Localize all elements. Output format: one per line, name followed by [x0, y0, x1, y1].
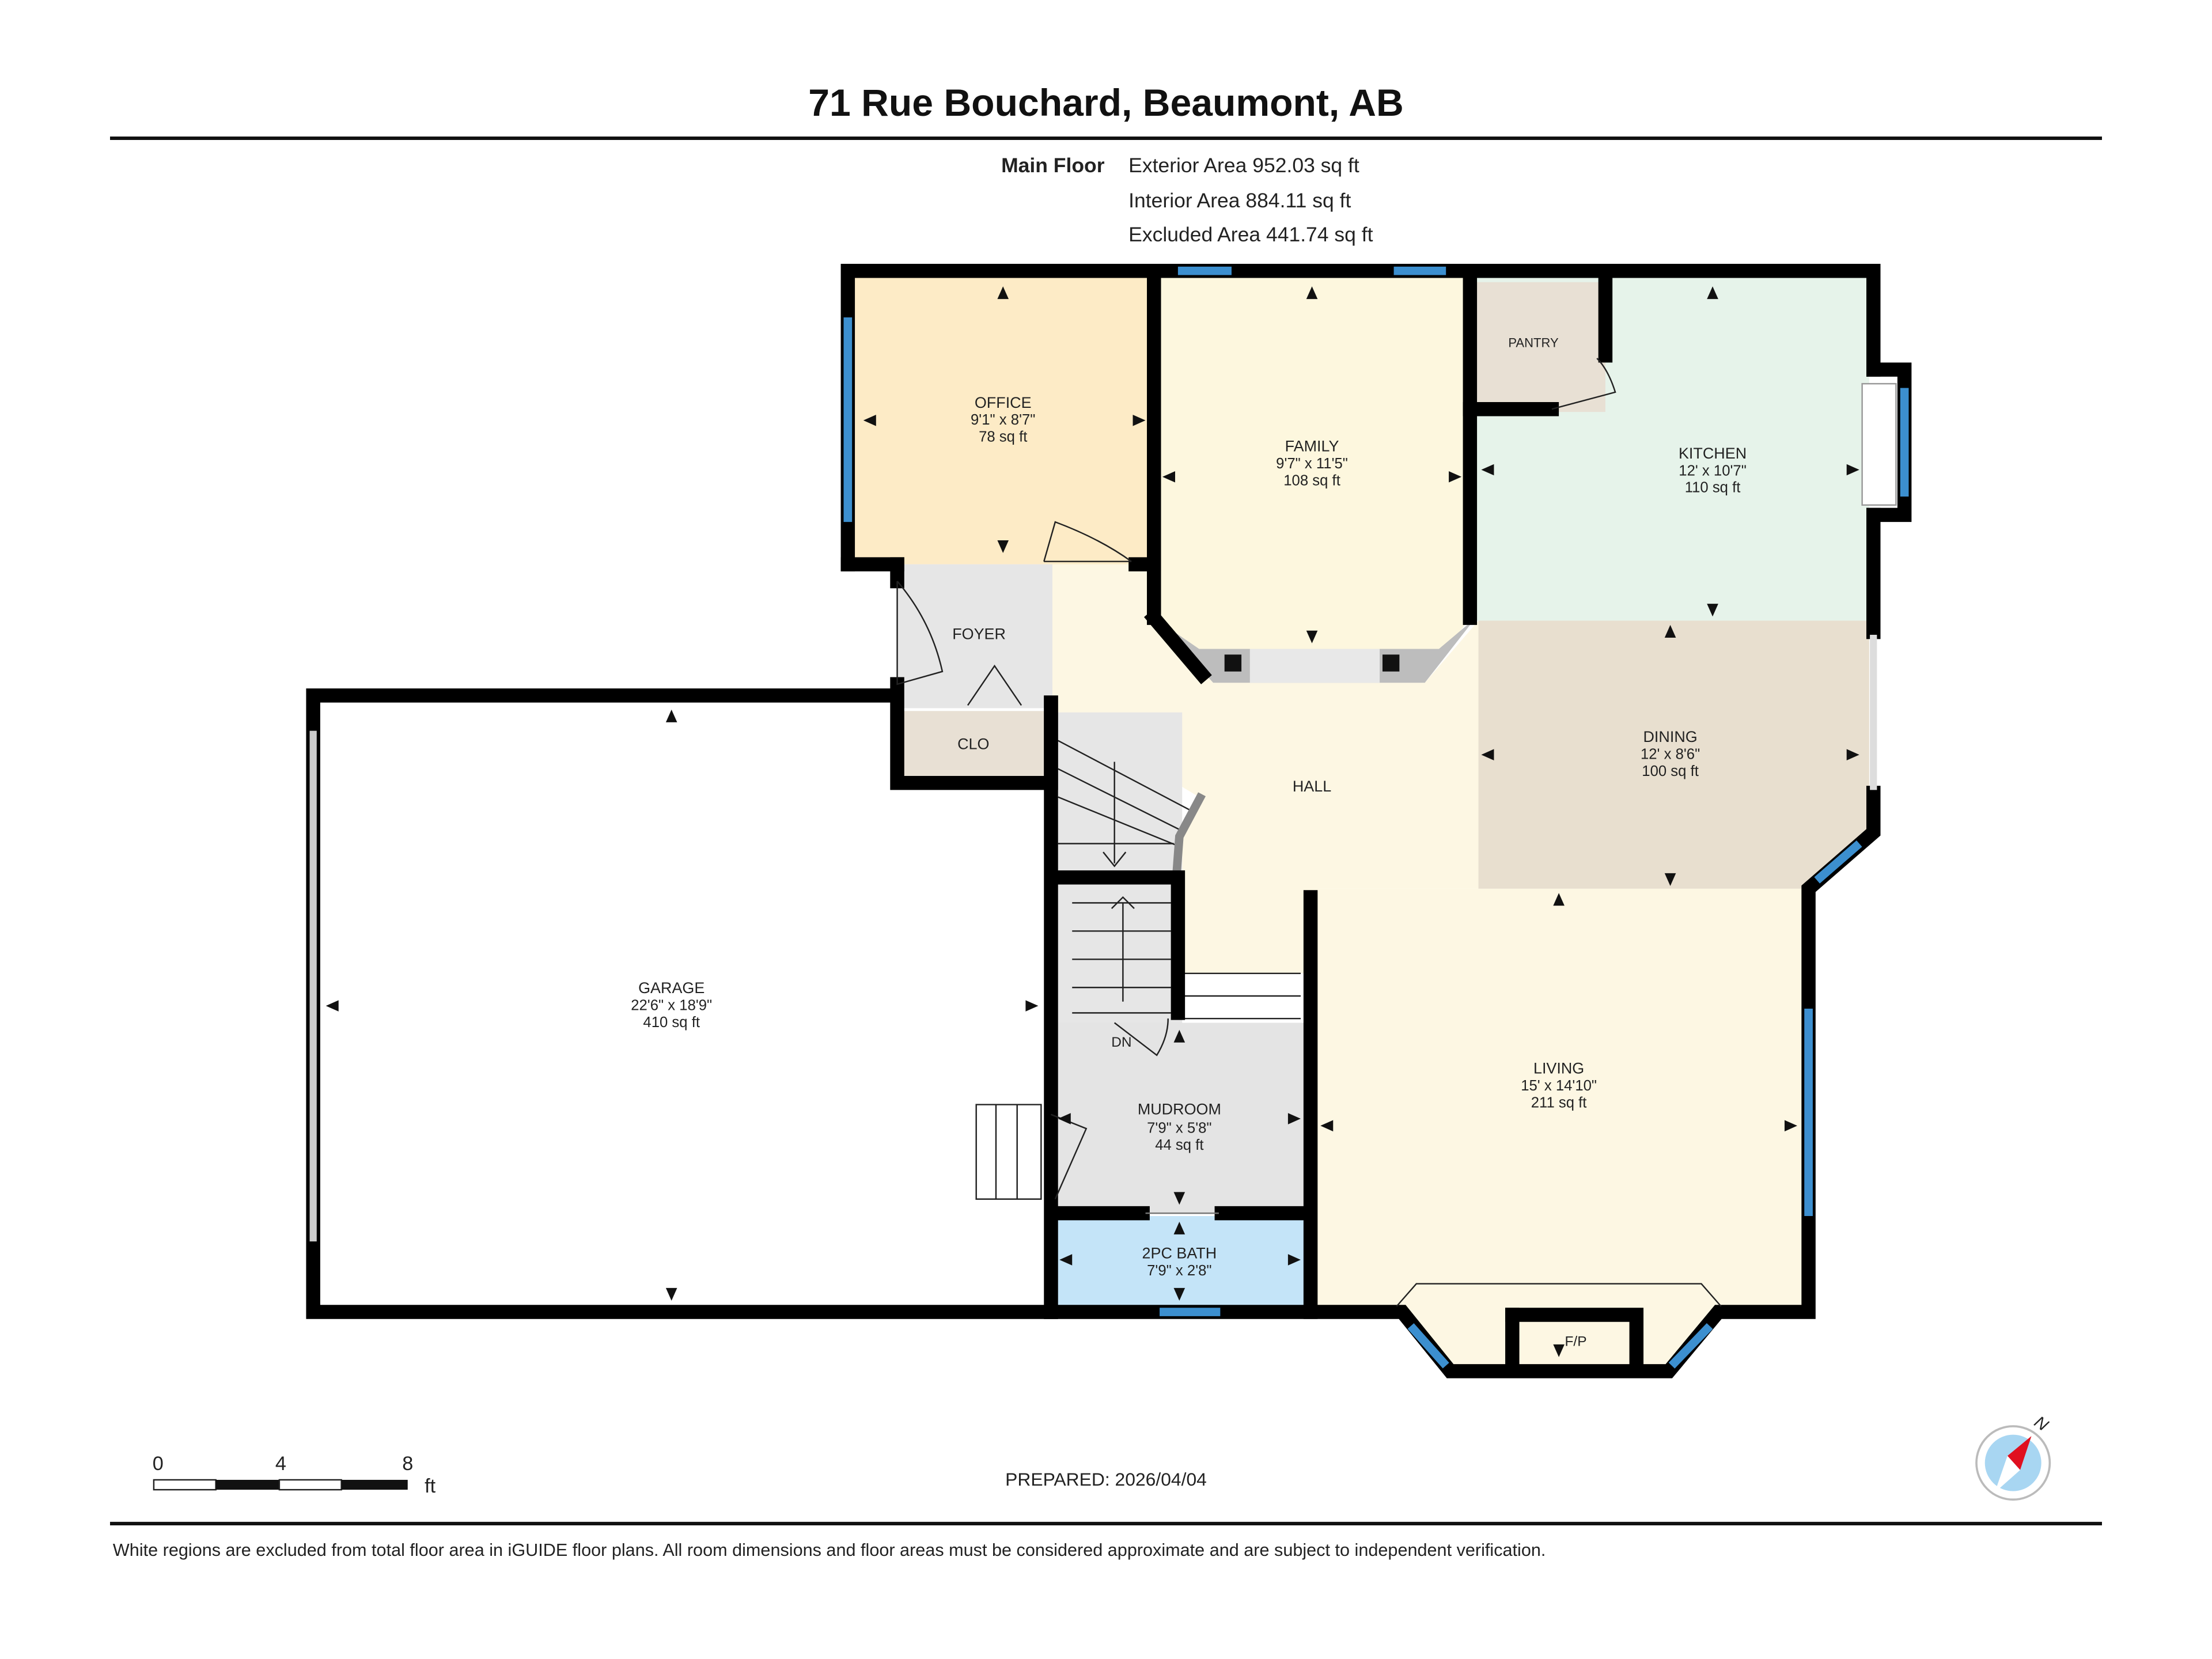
pantry-door[interactable] [1551, 358, 1616, 410]
compass-icon: N [1975, 1412, 2052, 1501]
room-fills [852, 278, 1869, 1372]
dining-dims: 12' x 8'6" [1641, 747, 1700, 763]
dining-name: DINING [1643, 728, 1697, 745]
office-area: 78 sq ft [979, 429, 1027, 445]
staircase [975, 740, 1301, 1200]
hearth-center [1249, 649, 1380, 683]
bath-name: 2PC BATH [1142, 1244, 1217, 1262]
exterior-area: Exterior Area 952.03 sq ft [1128, 154, 1359, 177]
fireplace-outline [1396, 1283, 1722, 1307]
pantry-fill [1472, 282, 1605, 412]
column [1382, 654, 1400, 672]
clo-fill [900, 711, 1044, 776]
scale-unit: ft [425, 1475, 436, 1497]
dimension-arrows [325, 286, 1859, 1357]
scale-bar: 0 4 8 ft [153, 1453, 436, 1497]
scale-tick-8: 8 [402, 1453, 413, 1475]
doors[interactable] [896, 358, 1722, 1307]
floor-label: Main Floor [1001, 154, 1105, 177]
pantry-name: PANTRY [1508, 335, 1559, 350]
page-title: 71 Rue Bouchard, Beaumont, AB [808, 82, 1403, 124]
stair-rail [1172, 792, 1206, 875]
room-labels: OFFICE 9'1" x 8'7" 78 sq ft FAMILY 9'7" … [631, 335, 1747, 1349]
stairs-fill [1055, 712, 1183, 1023]
fireplace-label: F/P [1565, 1334, 1586, 1349]
living-fill [1315, 888, 1809, 1372]
dining-fill [1478, 620, 1869, 889]
foyer-fill [897, 564, 1052, 709]
column [1224, 654, 1242, 672]
hall-name: HALL [1293, 778, 1331, 795]
interior-area: Interior Area 884.11 sq ft [1128, 189, 1351, 212]
windows [843, 266, 1909, 1369]
garage-name: GARAGE [638, 979, 704, 997]
bath-dims: 7'9" x 2'8" [1147, 1263, 1211, 1279]
living-name: LIVING [1533, 1060, 1584, 1077]
kitchen-bay [1861, 382, 1897, 506]
mudroom-name: MUDROOM [1138, 1101, 1221, 1118]
living-dims: 15' x 14'10" [1521, 1078, 1597, 1094]
kitchen-name: KITCHEN [1679, 445, 1747, 462]
living-area: 211 sq ft [1531, 1094, 1587, 1111]
family-area: 108 sq ft [1283, 472, 1340, 488]
family-name: FAMILY [1285, 438, 1339, 455]
mudroom-fill [1051, 1022, 1308, 1214]
mudroom-area: 44 sq ft [1155, 1137, 1203, 1153]
office-dims: 9'1" x 8'7" [971, 412, 1035, 428]
office-fill [852, 278, 1154, 565]
foyer-door[interactable] [896, 581, 944, 685]
family-dims: 9'7" x 11'5" [1276, 456, 1348, 472]
kitchen-area: 110 sq ft [1685, 480, 1741, 496]
scale-tick-4: 4 [275, 1453, 286, 1475]
garage-area: 410 sq ft [643, 1014, 700, 1031]
garage-dims: 22'6" x 18'9" [631, 997, 712, 1013]
stairs-down-label: DN [1111, 1035, 1131, 1050]
prepared-date: PREPARED: 2026/04/04 [1005, 1469, 1207, 1490]
office-door[interactable] [1043, 521, 1132, 562]
clo-name: CLO [957, 735, 989, 752]
mudroom-dims: 7'9" x 5'8" [1147, 1120, 1211, 1137]
family-fill [1154, 278, 1470, 683]
dining-area: 100 sq ft [1642, 763, 1699, 779]
excluded-area: Excluded Area 441.74 sq ft [1128, 223, 1373, 246]
scale-tick-0: 0 [153, 1453, 164, 1475]
stair-door[interactable] [1113, 1018, 1169, 1056]
clo-door[interactable] [967, 664, 1022, 706]
kitchen-dims: 12' x 10'7" [1679, 463, 1747, 479]
footer-disclaimer: White regions are excluded from total fl… [113, 1540, 1546, 1560]
office-name: OFFICE [975, 394, 1032, 411]
foyer-name: FOYER [952, 625, 1006, 642]
